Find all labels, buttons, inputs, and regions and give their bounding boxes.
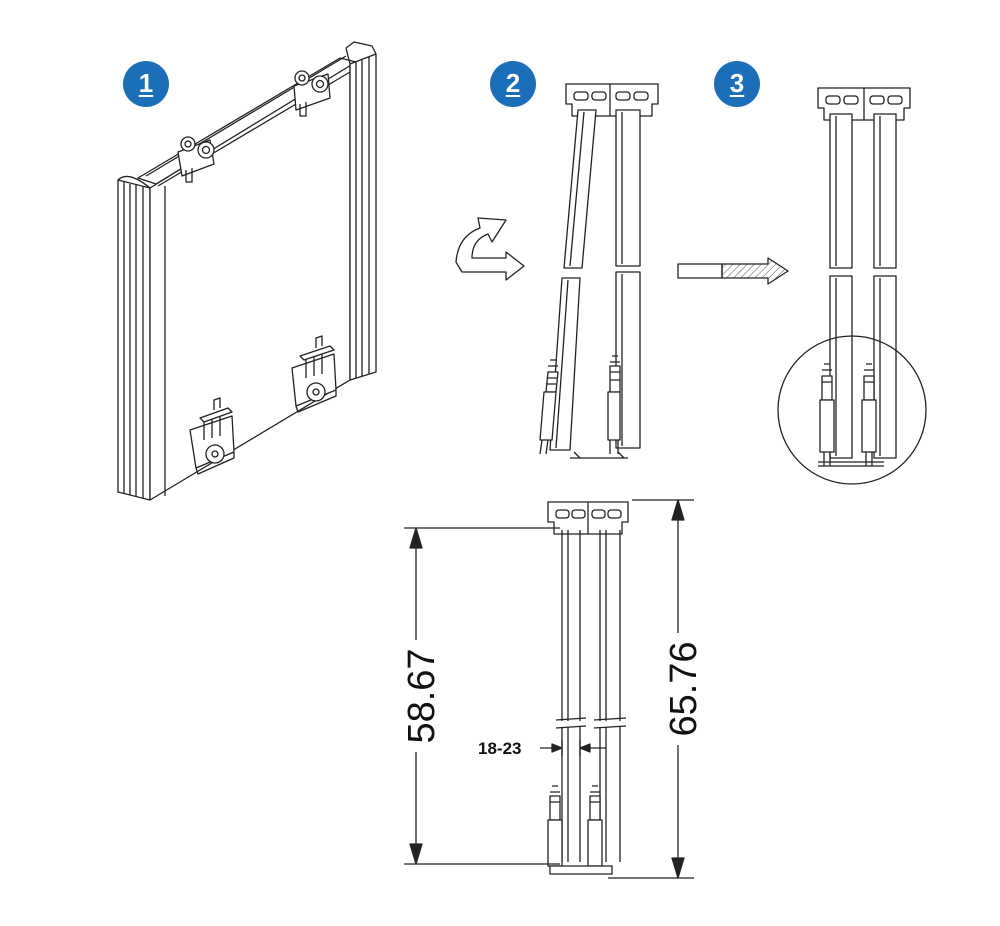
door-panel-isometric [117,41,377,501]
step2-tilt-install [539,83,659,459]
runner-tilted [539,359,559,455]
step-badge-3: 3 [714,61,760,107]
top-roller-left [177,136,215,183]
tilt-arrow-icon [455,217,525,281]
dimension-outer-height: 65.76 [663,633,705,745]
push-arrow-icon [677,257,789,285]
step-badge-2: 2 [490,61,536,107]
detail-magnifier [777,335,927,485]
dimension-gap: 18-23 [478,739,522,758]
top-roller-right [293,70,331,117]
dimension-inner-height: 58.67 [401,640,443,752]
step3-installed [777,87,927,485]
bottom-runner-right [291,335,337,413]
runner-vertical [607,355,621,454]
dimension-drawing [404,499,694,879]
bottom-runner-left [189,397,235,475]
step-badge-1: 1 [123,61,169,107]
